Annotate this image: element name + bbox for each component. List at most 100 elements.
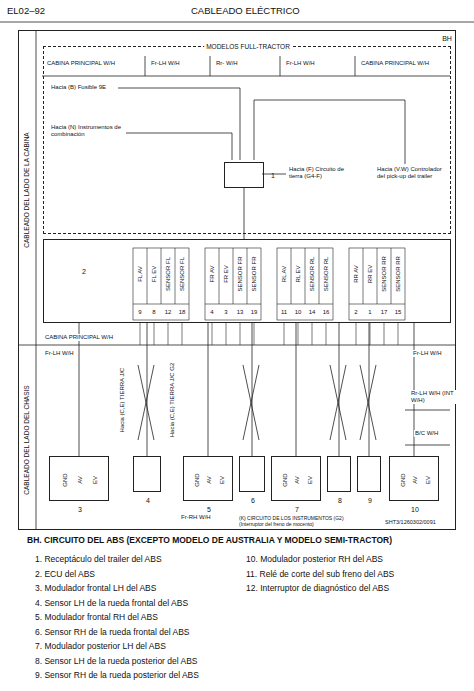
pin-number: 14 xyxy=(308,309,317,316)
wire-connector xyxy=(252,323,253,456)
legend-item: 8. Sensor LH de la rueda posterior del A… xyxy=(34,657,199,667)
wire-connector xyxy=(369,323,370,456)
legend-item: 6. Sensor RH de la rueda frontal del ABS xyxy=(34,628,191,638)
wire-connector xyxy=(296,323,297,456)
wire-label: Hacia (C,E) TIERRA J/C G2 xyxy=(169,362,176,439)
pin-number: 11 xyxy=(280,309,288,316)
twisted-wire xyxy=(360,365,376,440)
pin-name: GND xyxy=(62,473,69,486)
sensor-box: 8 xyxy=(327,456,351,492)
pin-number: 16 xyxy=(322,309,331,316)
wire xyxy=(118,88,240,160)
pin-number: 4 xyxy=(209,309,214,316)
pin-name: GND xyxy=(399,473,406,486)
callout-number: 3 xyxy=(78,506,82,514)
wire-connector xyxy=(339,323,340,456)
twisted-wire xyxy=(138,365,154,440)
connector-divider xyxy=(210,56,211,76)
twisted-wire xyxy=(330,365,346,440)
wire-label: Hacia (N) Instrumentos de combinación xyxy=(50,124,124,138)
pin-name: RR AV xyxy=(353,264,360,284)
header-rule xyxy=(0,22,474,23)
pin-number: 13 xyxy=(236,309,245,316)
wire xyxy=(405,445,450,446)
modulator-box: GNDAVEV5 xyxy=(183,456,233,501)
pin-name: GND xyxy=(281,473,288,486)
pin-number: 18 xyxy=(178,309,187,316)
pin-name: FL EV xyxy=(151,265,158,283)
pin-number: 12 xyxy=(164,309,173,316)
legend-item: 2. ECU del ABS xyxy=(34,570,96,580)
callout-number: 8 xyxy=(338,497,342,505)
pin-name: SENSOR RL xyxy=(323,256,330,293)
pin-number: 9 xyxy=(137,309,142,316)
connector-divider xyxy=(145,56,146,76)
twisted-wire xyxy=(243,365,259,440)
wire-connector xyxy=(147,323,148,456)
pin-name: EV xyxy=(424,475,431,483)
legend-item: 10. Modulador posterior RH del ABS xyxy=(245,555,384,565)
pin-name: AV xyxy=(77,476,84,484)
pin-name: AV xyxy=(294,476,301,484)
twisted-wire xyxy=(330,365,346,440)
legend-item: 3. Modulador frontal LH del ABS xyxy=(34,584,157,594)
callout-number: 7 xyxy=(295,506,299,514)
wire-label: SHT3/1260302/0091 xyxy=(384,519,437,525)
twisted-wire xyxy=(138,365,154,440)
pin-name: EV xyxy=(306,475,313,483)
callout-number: 9 xyxy=(368,497,372,505)
legend-item: 11. Relé de corte del sub freno del ABS xyxy=(245,570,395,580)
callout-number: BH xyxy=(442,35,452,43)
pin-number: 3 xyxy=(223,309,228,316)
pin-name: SENSOR RL xyxy=(309,256,316,293)
callout-number: 2 xyxy=(82,268,86,276)
wire-connector xyxy=(79,323,80,456)
pin-number: 15 xyxy=(394,309,403,316)
pin-name: SENSOR RR xyxy=(395,255,402,293)
wire-label: EL02–92 xyxy=(6,6,46,17)
pin-number: 17 xyxy=(380,309,389,316)
wire-label: Fr-LH W/H xyxy=(412,350,443,357)
wire-label: Fr-RH W/H xyxy=(180,514,212,521)
pin-name: SENSOR FR xyxy=(251,255,258,292)
pin-name: RR EV xyxy=(367,264,374,284)
pin-name: RL EV xyxy=(295,264,302,283)
wire-label: Hacia (C,E) TIERRA J/C xyxy=(119,367,126,434)
callout-number: 6 xyxy=(251,497,255,505)
cab-chassis-divider xyxy=(18,345,456,346)
sensor-box: 6 xyxy=(239,456,265,492)
callout-number: MODELOS FULL-TRACTOR xyxy=(204,43,292,50)
wire xyxy=(126,133,232,160)
legend-item: 5. Modulador frontal RH del ABS xyxy=(34,613,159,623)
wire-label: Rr- W/H xyxy=(215,60,239,67)
legend-item: 7. Modulador posterior LH del ABS xyxy=(34,642,167,652)
pin-name: AV xyxy=(412,476,419,484)
wire-label: Fr-LH W/H xyxy=(150,60,181,67)
twisted-wire xyxy=(243,365,259,440)
model-group-box: MODELOS FULL-TRACTOR 1 xyxy=(43,46,451,234)
pin-number: 8 xyxy=(151,309,156,316)
relay-box: 1 xyxy=(224,162,264,188)
wire-connector xyxy=(244,188,245,239)
legend-item: 9. Sensor RH de la rueda posterior del A… xyxy=(34,671,200,681)
wire-label: CABINA PRINCIPAL W/H xyxy=(44,334,114,341)
side-strip-divider xyxy=(36,30,37,530)
wire-label: Hacia (F) Circuito de tierra (G4-F) xyxy=(288,166,352,180)
callout-number: 1 xyxy=(271,172,275,180)
wire-label: B/C W/H xyxy=(414,430,439,437)
pin-name: FR AV xyxy=(209,265,216,284)
twisted-wire xyxy=(360,365,376,440)
ecu-box: 2 xyxy=(43,239,451,323)
figure-caption: BH. CIRCUITO DEL ABS (EXCEPTO MODELO DE … xyxy=(26,536,393,546)
sensor-box: 4 xyxy=(133,456,161,492)
modulator-box: GNDAVEV10 xyxy=(389,456,439,501)
wire-label: (K) CIRCUITO DE LOS INSTRUMENTOS (G2) (I… xyxy=(238,516,358,528)
modulator-box: GNDAVEV3 xyxy=(49,456,109,501)
sensor-box: 9 xyxy=(357,456,381,492)
pin-name: SENSOR FL xyxy=(179,256,186,292)
connector-divider xyxy=(280,56,281,76)
pin-name: SENSOR FL xyxy=(165,256,172,292)
modulator-box: GNDAVEV7 xyxy=(271,456,321,501)
pin-name: SENSOR FR xyxy=(237,255,244,292)
legend-item: 12. Interruptor de diagnóstico del ABS xyxy=(245,584,390,594)
